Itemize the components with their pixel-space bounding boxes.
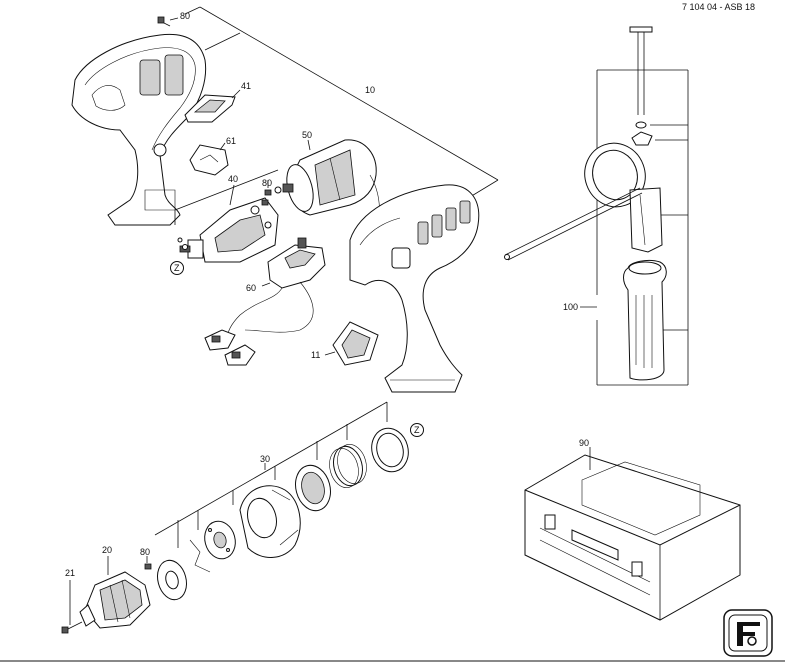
spring-clip	[189, 539, 211, 573]
label-10: 10	[365, 85, 375, 95]
part-60-switch	[226, 237, 326, 346]
screw-80-top	[157, 16, 179, 27]
label-z-top: Z	[174, 263, 180, 273]
label-41: 41	[241, 81, 251, 91]
handle-clamp-ring	[584, 142, 663, 253]
depth-gauge-rod	[504, 187, 643, 261]
adjusting-ring	[295, 464, 331, 512]
label-z-bottom: Z	[414, 425, 420, 435]
depth-stop-rod	[629, 26, 653, 115]
keyless-chuck-20	[79, 556, 151, 629]
thrust-plate	[204, 520, 236, 560]
label-80-top: 80	[180, 11, 190, 21]
ring-large	[371, 427, 409, 473]
washer-small-a	[182, 244, 188, 250]
label-100: 100	[563, 302, 578, 312]
label-21: 21	[65, 568, 75, 578]
housing-right-half	[349, 184, 480, 393]
screw-21	[61, 580, 83, 634]
battery-terminals	[204, 329, 256, 366]
spring	[329, 444, 367, 488]
label-80-mid: 80	[262, 178, 272, 188]
part-41-button	[184, 89, 241, 123]
screw-80-bottom	[144, 556, 152, 570]
clamp-nut	[631, 131, 653, 146]
leader-bracket-30	[154, 401, 388, 548]
label-90: 90	[579, 438, 589, 448]
washer-small-b	[177, 237, 183, 243]
carrying-case-90	[524, 447, 741, 621]
part-11-cover	[324, 321, 379, 366]
housing-left-half	[71, 33, 207, 226]
fein-logo	[723, 609, 773, 657]
label-30: 30	[260, 454, 270, 464]
document-reference: 7 104 04 - ASB 18	[682, 2, 755, 12]
flange-washer	[157, 559, 187, 601]
part-50-motor	[282, 139, 380, 251]
label-50: 50	[302, 130, 312, 140]
label-40: 40	[228, 174, 238, 184]
washer-handle	[635, 121, 647, 129]
part-61-slider	[189, 142, 229, 176]
screws-80-mid	[261, 180, 282, 206]
label-11: 11	[311, 350, 320, 360]
clutch-housing	[239, 485, 301, 558]
side-handle-grip	[623, 259, 667, 381]
label-20: 20	[102, 545, 112, 555]
part-40-gearbox	[174, 169, 279, 263]
label-80-bottom: 80	[140, 547, 150, 557]
label-61: 61	[226, 136, 236, 146]
z-marker-top	[170, 261, 184, 275]
z-marker-bottom	[410, 423, 424, 437]
label-60: 60	[246, 283, 256, 293]
